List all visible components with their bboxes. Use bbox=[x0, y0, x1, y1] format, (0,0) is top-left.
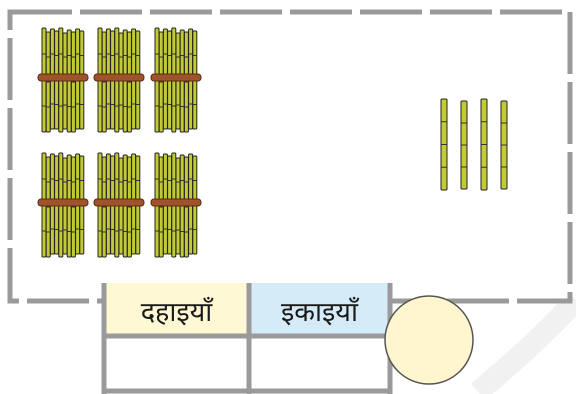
ones-answer-cell[interactable] bbox=[249, 336, 390, 392]
single-stick bbox=[440, 98, 448, 191]
single-stick bbox=[480, 98, 488, 191]
bundle-of-ten bbox=[150, 152, 202, 258]
bundle-of-ten bbox=[37, 27, 89, 133]
single-stick bbox=[460, 100, 468, 190]
single-sticks bbox=[440, 98, 508, 191]
bundle-of-ten bbox=[150, 27, 202, 133]
bundles-of-ten bbox=[37, 27, 202, 258]
place-value-table bbox=[101, 283, 393, 394]
bundle-of-ten bbox=[37, 152, 89, 258]
tens-answer-cell[interactable] bbox=[104, 336, 249, 392]
ones-header-cell bbox=[249, 283, 390, 336]
watermark-arc bbox=[470, 292, 576, 394]
tens-header-cell bbox=[104, 283, 249, 336]
answer-circle[interactable] bbox=[384, 295, 474, 385]
bundle-of-ten bbox=[93, 27, 145, 133]
tens-column-header: दहाइयाँ bbox=[140, 296, 213, 328]
bundle-of-ten bbox=[93, 152, 145, 258]
single-stick bbox=[500, 100, 508, 190]
ones-column-header: इकाइयाँ bbox=[281, 296, 358, 328]
